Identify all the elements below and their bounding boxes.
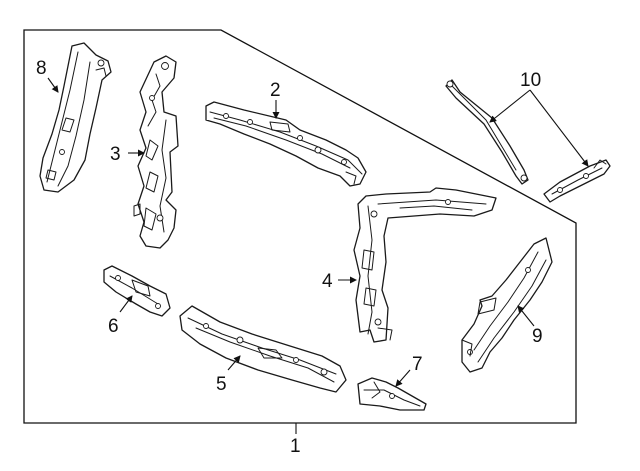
callout-10-leader-b xyxy=(529,89,589,167)
callout-1: 1 xyxy=(290,436,301,457)
callout-6: 6 xyxy=(108,316,119,337)
callout-10-leader-a xyxy=(489,89,531,123)
callout-4: 4 xyxy=(322,271,333,292)
callout-7-leader xyxy=(395,369,411,387)
part-2-upper-tie-bar xyxy=(205,101,367,187)
part-6-lower-bracket xyxy=(103,265,171,317)
callout-6-leader xyxy=(119,295,133,313)
callout-5-leader xyxy=(227,355,241,371)
part-5-lower-tie-bar xyxy=(179,305,347,393)
callout-9: 9 xyxy=(532,326,543,347)
part-10-mount-bracket xyxy=(543,159,611,203)
part-4-right-support xyxy=(353,187,497,343)
callout-8-leader xyxy=(47,77,59,93)
part-9-side-support xyxy=(461,237,553,373)
part-8-side-support xyxy=(39,42,112,193)
callout-5: 5 xyxy=(216,374,227,395)
callout-3: 3 xyxy=(110,144,121,165)
part-7-small-bracket xyxy=(357,377,427,411)
callout-8: 8 xyxy=(36,58,47,79)
part-3-left-vertical-support xyxy=(133,55,179,249)
callout-10: 10 xyxy=(520,70,541,91)
callout-9-leader xyxy=(517,305,535,327)
callout-7: 7 xyxy=(412,354,423,375)
part-10-support-rod xyxy=(445,79,529,185)
callout-2: 2 xyxy=(270,80,281,101)
